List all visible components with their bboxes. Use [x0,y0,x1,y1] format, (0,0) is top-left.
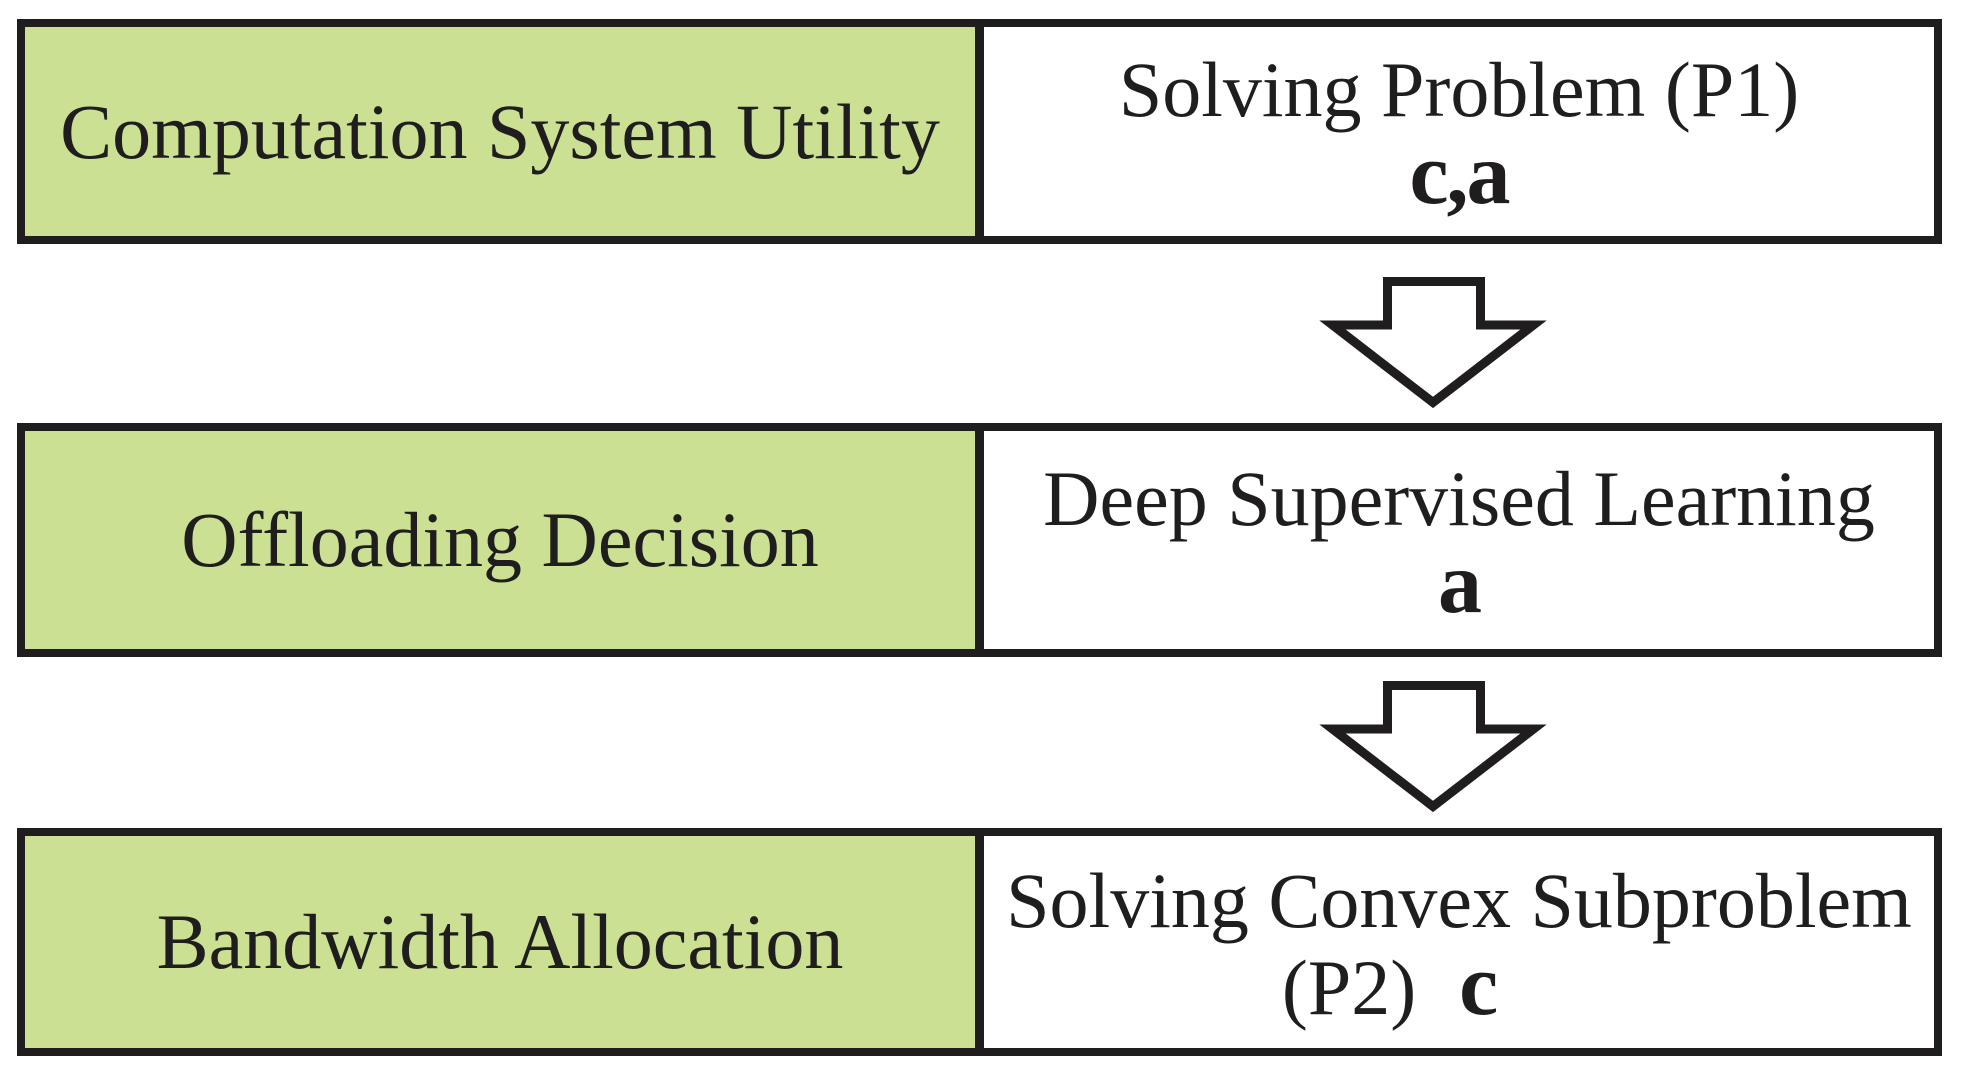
process-row-bandwidth-allocation: Bandwidth Allocation Solving Convex Subp… [17,828,1942,1056]
stage-label: Computation System Utility [60,87,940,175]
stage-label-cell: Offloading Decision [25,431,975,649]
variables-line: (P2) c [1281,936,1498,1034]
process-row-computation-utility: Computation System Utility Solving Probl… [17,19,1942,244]
variables-prefix: (P2) [1281,943,1417,1031]
method-cell: Deep Supervised Learning a [975,431,1934,649]
method-text: Deep Supervised Learning [1043,454,1875,542]
variables-bold: a [1438,534,1482,632]
process-row-offloading-decision: Offloading Decision Deep Supervised Lear… [17,423,1942,657]
stage-label: Bandwidth Allocation [156,898,844,985]
method-cell: Solving Problem (P1) c,a [975,27,1934,236]
down-arrow-icon [1319,277,1547,409]
stage-label-cell: Computation System Utility [25,27,975,236]
variables-line: c,a [1409,126,1510,224]
stage-label: Offloading Decision [181,496,819,583]
down-arrow-icon [1319,681,1547,813]
variables-bold: c [1459,936,1498,1034]
method-cell: Solving Convex Subproblem (P2) c [975,836,1934,1048]
variables-line: a [1438,534,1482,632]
method-text: Solving Problem (P1) [1118,46,1800,134]
variables-bold: c,a [1409,126,1510,224]
method-text: Solving Convex Subproblem [1006,856,1912,944]
stage-label-cell: Bandwidth Allocation [25,836,975,1048]
